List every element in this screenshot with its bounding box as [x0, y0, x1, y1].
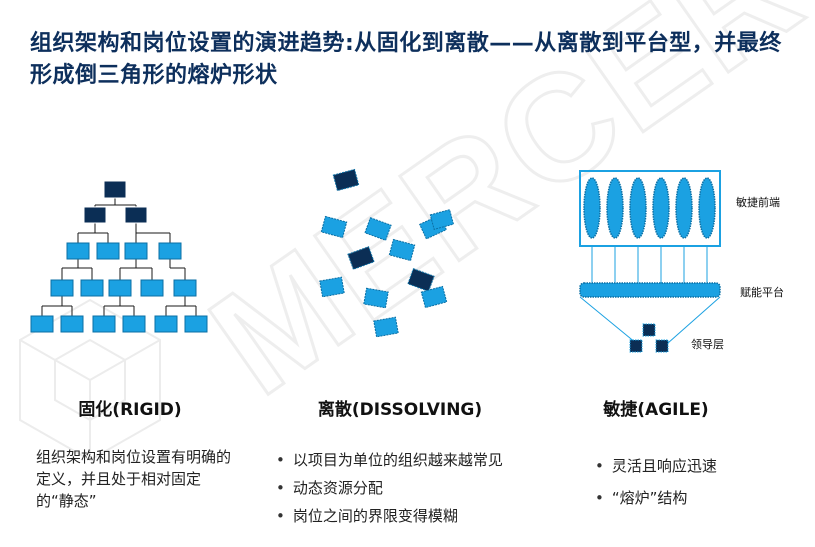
label-agile-front: 敏捷前端: [736, 196, 780, 209]
agile-bullets: 灵活且响应迅速 “熔炉”结构: [595, 450, 717, 514]
label-platform: 赋能平台: [740, 286, 784, 299]
heading-agile: 敏捷(AGILE): [603, 400, 709, 420]
page-title: 组织架构和岗位设置的演进趋势:从固化到离散——从离散到平台型，并最终形成倒三角形…: [30, 31, 782, 88]
bullet-item: 岗位之间的界限变得模糊: [276, 502, 503, 530]
rigid-description: 组织架构和岗位设置有明确的定义，并且处于相对固定的“静态”: [36, 448, 232, 510]
bullet-item: 动态资源分配: [276, 474, 503, 502]
heading-rigid: 固化(RIGID): [78, 400, 182, 420]
heading-dissolving: 离散(DISSOLVING): [317, 400, 483, 420]
label-leader: 领导层: [691, 338, 724, 351]
bullet-item: 以项目为单位的组织越来越常见: [276, 446, 503, 474]
bullet-item: 灵活且响应迅速: [595, 450, 717, 482]
dissolving-bullets: 以项目为单位的组织越来越常见 动态资源分配 岗位之间的界限变得模糊: [276, 446, 503, 530]
bullet-item: “熔炉”结构: [595, 482, 717, 514]
